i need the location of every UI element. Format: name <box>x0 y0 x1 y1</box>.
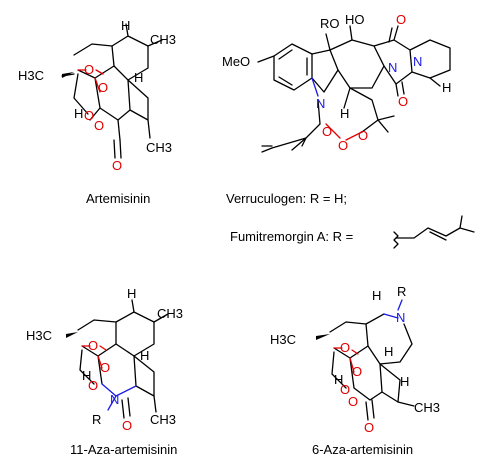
verruculogen-o3-label: O <box>358 128 368 143</box>
aza6-h-top-label: H <box>372 288 381 303</box>
verruculogen-o-bottom-label: O <box>398 94 408 109</box>
verruculogen-structure: RO HO O N N N H H O MeO O O O Verruculog… <box>222 12 451 206</box>
fumitremorgin-name: Fumitremorgin A: R = <box>230 229 353 244</box>
artemisinin-name: Artemisinin <box>86 191 150 206</box>
aza6-n-label: N <box>396 310 405 325</box>
verruculogen-n1-label: N <box>413 54 422 69</box>
aza11-carbonyl-o-label: O <box>122 418 132 433</box>
artemisinin-carbonyl-o-label: O <box>112 158 122 173</box>
aza6-h3c-label: H3C <box>270 332 296 347</box>
aza6-r-label: R <box>397 284 406 299</box>
aza6-carbonyl-o-label: O <box>364 420 374 435</box>
verruculogen-name: Verruculogen: R = H; <box>226 191 347 206</box>
aza6-o3-label: O <box>340 382 350 397</box>
aza11-h-left-label: H <box>82 368 91 383</box>
artemisinin-o4-label: O <box>94 118 104 133</box>
aza11-o2-label: O <box>100 360 110 375</box>
artemisinin-h3c-label: H3C <box>18 68 44 83</box>
verruculogen-ro-label: RO <box>320 16 340 31</box>
artemisinin-o2-label: O <box>98 80 108 95</box>
aza6-o4-label: O <box>348 394 358 409</box>
aza11-name: 11-Aza-artemisinin <box>70 442 177 457</box>
verruculogen-h1-label: H <box>442 80 451 95</box>
artemisinin-ch3-top-label: CH3 <box>150 32 176 47</box>
verruculogen-ho-label: HO <box>345 12 365 27</box>
verruculogen-meo-label: MeO <box>222 54 250 69</box>
verruculogen-h2-label: H <box>340 106 349 121</box>
verruculogen-n2-label: N <box>388 60 397 75</box>
aza6-o2-label: O <box>352 364 362 379</box>
aza6-ch3-label: CH3 <box>414 400 440 415</box>
verruculogen-o-top-label: O <box>396 12 406 27</box>
aza6-name: 6-Aza-artemisinin <box>312 442 413 457</box>
aza11-r-label: R <box>92 412 101 427</box>
aza6-h-mid-label: H <box>384 344 393 359</box>
artemisinin-h-mid-label: H <box>134 70 143 85</box>
fumitremorgin-r-group: Fumitremorgin A: R = <box>230 215 475 249</box>
artemisinin-h-left-label: H <box>74 106 83 121</box>
aza6-h-right-label: H <box>400 374 409 389</box>
aza11-h-top-label: H <box>127 286 136 301</box>
aza11-o3-label: O <box>88 378 98 393</box>
aza11-n-label: N <box>110 392 119 407</box>
aza11-h3c-label: H3C <box>26 328 52 343</box>
aza11-structure: H3C O O O N R O H H H CH3 CH3 11-Aza-art… <box>26 286 183 457</box>
aza6-o1-label: O <box>340 340 350 355</box>
aza6-h-left-label: H <box>334 372 343 387</box>
artemisinin-structure: H3C O O O O O H H H CH3 CH3 Artemisinin <box>18 18 176 206</box>
aza11-ch3-top-label: CH3 <box>157 306 183 321</box>
verruculogen-o2-label: O <box>338 138 348 153</box>
aza6-structure: H3C N R O O O O O H H H H CH3 6-Aza-arte… <box>270 284 440 457</box>
artemisinin-o3-label: O <box>84 108 94 123</box>
verruculogen-o1-label: O <box>322 124 332 139</box>
aza11-ch3-bottom-label: CH3 <box>150 412 176 427</box>
aza11-h-mid-label: H <box>140 348 149 363</box>
aza11-o1-label: O <box>88 338 98 353</box>
verruculogen-n3-label: N <box>316 96 325 111</box>
artemisinin-ch3-bottom-label: CH3 <box>146 140 172 155</box>
artemisinin-o1-label: O <box>84 62 94 77</box>
artemisinin-h-top-label: H <box>121 18 130 33</box>
